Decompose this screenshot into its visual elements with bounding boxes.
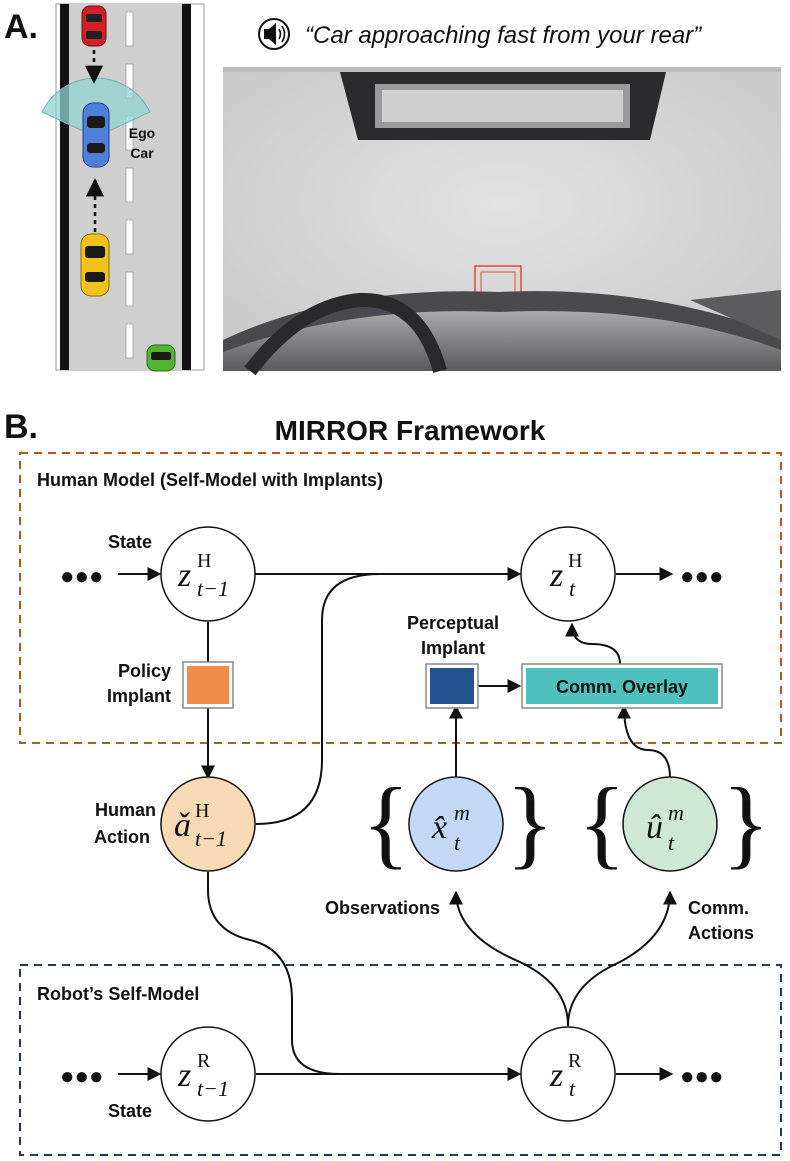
human-action-label-2: Action: [94, 827, 150, 847]
node-z-h-prev: z H t−1: [160, 526, 256, 622]
policy-implant-label-1: Policy: [118, 661, 171, 681]
svg-text:t: t: [454, 830, 461, 855]
human-action-label-1: Human: [95, 800, 156, 820]
comm-actions-label-2: Actions: [688, 923, 754, 943]
road-surface: [69, 4, 182, 370]
svg-text:t−1: t−1: [197, 1076, 229, 1101]
ellipsis-r-right: ●●●: [680, 1064, 724, 1090]
framework-title: MIRROR Framework: [275, 415, 546, 446]
steering-wheel: [244, 292, 447, 376]
human-model-title: Human Model (Self-Model with Implants): [37, 470, 383, 490]
robot-model-box: [19, 964, 782, 1156]
node-z-h-t: z H t: [520, 526, 616, 622]
speaker-icon: [258, 18, 290, 50]
node-z-r-prev: z R t−1: [160, 1026, 256, 1122]
robot-model-title: Robot’s Self-Model: [37, 984, 199, 1004]
human-model-box: [19, 452, 782, 744]
svg-text:t−1: t−1: [197, 576, 229, 601]
edge-zr-to-obs: [449, 890, 569, 1027]
road-diagram: Ego Car: [41, 3, 205, 372]
speech-text: Car approaching fast from your rear: [313, 22, 694, 49]
comm-actions-label-1: Comm.: [688, 898, 749, 918]
yellow-car: [80, 233, 110, 297]
ellipsis-h-left: ●●●: [60, 564, 104, 590]
set-braces: { } { }: [362, 767, 770, 878]
brace-right-comm: }: [722, 767, 770, 878]
svg-text:ǎ: ǎ: [174, 807, 191, 844]
svg-text:t−1: t−1: [195, 826, 227, 851]
svg-text:R: R: [568, 1050, 582, 1072]
svg-text:t: t: [569, 576, 576, 601]
red-car: [81, 5, 107, 47]
node-x-hat: x̂ m t: [408, 776, 504, 872]
perceptual-implant-block: [430, 668, 474, 704]
road-left-edge: [60, 4, 69, 370]
ego-label-line2: Car: [130, 145, 154, 161]
node-u-hat: û m t: [622, 776, 718, 872]
edge-comm-to-overlay: [617, 704, 671, 779]
svg-text:û: û: [646, 809, 663, 846]
perceptual-implant-label-1: Perceptual: [407, 613, 499, 633]
ego-car: [82, 102, 110, 168]
rearview-mirror: [340, 72, 666, 140]
edge-action-to-robot: [207, 872, 341, 1075]
ego-label-line1: Ego: [129, 125, 155, 141]
green-car: [146, 344, 176, 372]
policy-implant-block: [187, 666, 229, 704]
svg-text:H: H: [197, 550, 211, 572]
svg-text:z: z: [549, 1057, 563, 1094]
speech-quote: “Car approaching fast from your rear”: [305, 22, 702, 49]
svg-text:m: m: [668, 800, 684, 825]
svg-text:H: H: [568, 550, 582, 572]
ellipsis-r-left: ●●●: [60, 1064, 104, 1090]
svg-text:m: m: [454, 800, 470, 825]
panel-b-letter: B.: [4, 408, 38, 446]
svg-text:x̂: x̂: [431, 809, 447, 846]
svg-text:z: z: [177, 557, 191, 594]
svg-text:H: H: [195, 800, 209, 822]
edge-zr-to-comm: [567, 890, 677, 1027]
ellipsis-h-right: ●●●: [680, 564, 724, 590]
svg-text:t: t: [668, 830, 675, 855]
svg-text:z: z: [177, 1057, 191, 1094]
comm-overlay-block: [526, 668, 718, 704]
edge-action-to-zh: [255, 573, 381, 825]
observations-label: Observations: [325, 898, 440, 918]
node-a-h-prev: ǎ H t−1: [160, 776, 256, 872]
state-label-top: State: [108, 532, 152, 552]
comm-overlay-label: Comm. Overlay: [556, 677, 688, 697]
brace-left-comm: {: [578, 767, 626, 878]
state-label-bottom: State: [108, 1101, 152, 1121]
node-z-r-t: z R t: [520, 1026, 616, 1122]
edge-overlay-to-zh: [565, 622, 621, 665]
perceptual-implant-label-2: Implant: [421, 638, 485, 658]
edges: [118, 567, 677, 1081]
road-right-edge: [182, 4, 191, 370]
cabin-view: [223, 67, 781, 376]
panel-a-letter: A.: [4, 8, 38, 46]
brace-left-obs: {: [362, 767, 410, 878]
brace-right-obs: }: [506, 767, 554, 878]
lane-markings: [125, 11, 134, 359]
svg-text:R: R: [197, 1050, 211, 1072]
svg-text:t: t: [569, 1076, 576, 1101]
policy-implant-label-2: Implant: [107, 686, 171, 706]
svg-text:z: z: [549, 557, 563, 594]
